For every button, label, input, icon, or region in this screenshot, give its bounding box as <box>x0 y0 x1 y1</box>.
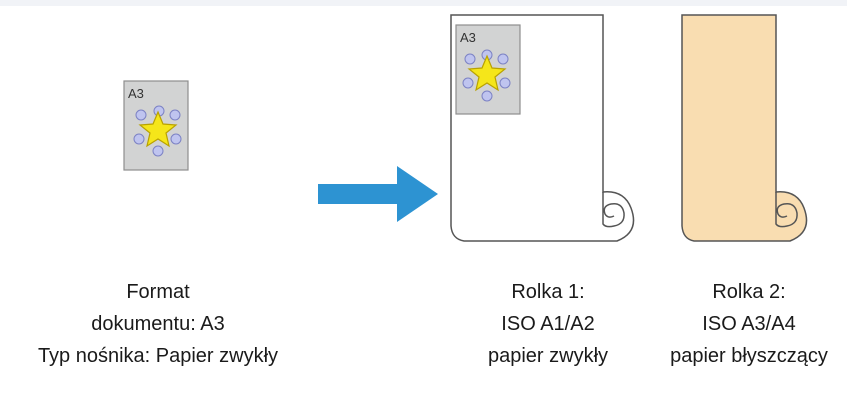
caption-line: papier zwykły <box>487 345 609 367</box>
star-icon <box>467 54 507 92</box>
caption-line: papier błyszczący <box>670 345 828 367</box>
roll-1-curl <box>602 192 625 228</box>
star-with-dots-icon <box>133 105 182 157</box>
caption-line: Rolka 1: <box>511 281 585 303</box>
top-band <box>0 0 847 6</box>
roll-1-size-label: A3 <box>460 30 476 45</box>
star-icon <box>138 110 178 148</box>
caption-line: Rolka 2: <box>712 281 786 303</box>
roll-2-curl <box>775 192 798 228</box>
caption-line: ISO A1/A2 <box>501 313 595 335</box>
source-document-caption: Format dokumentu: A3 Typ nośnika: Papier… <box>0 276 316 372</box>
roll-2-sheet <box>681 14 808 242</box>
roll-2-caption: Rolka 2: ISO A3/A4 papier błyszczący <box>654 276 844 372</box>
caption-line: Format <box>126 281 190 303</box>
roll-2-paper-icon <box>681 14 808 242</box>
roll-1-paper-icon: A3 <box>450 14 635 242</box>
caption-line: Typ nośnika: Papier zwykły <box>37 345 279 367</box>
source-document-icon: A3 <box>123 80 189 171</box>
right-arrow-icon <box>318 166 438 222</box>
caption-line: dokumentu: A3 <box>91 313 225 335</box>
roll-1-caption: Rolka 1: ISO A1/A2 papier zwykły <box>468 276 628 372</box>
document-size-label: A3 <box>128 86 144 101</box>
star-with-dots-icon <box>462 49 511 102</box>
caption-line: ISO A3/A4 <box>702 313 796 335</box>
